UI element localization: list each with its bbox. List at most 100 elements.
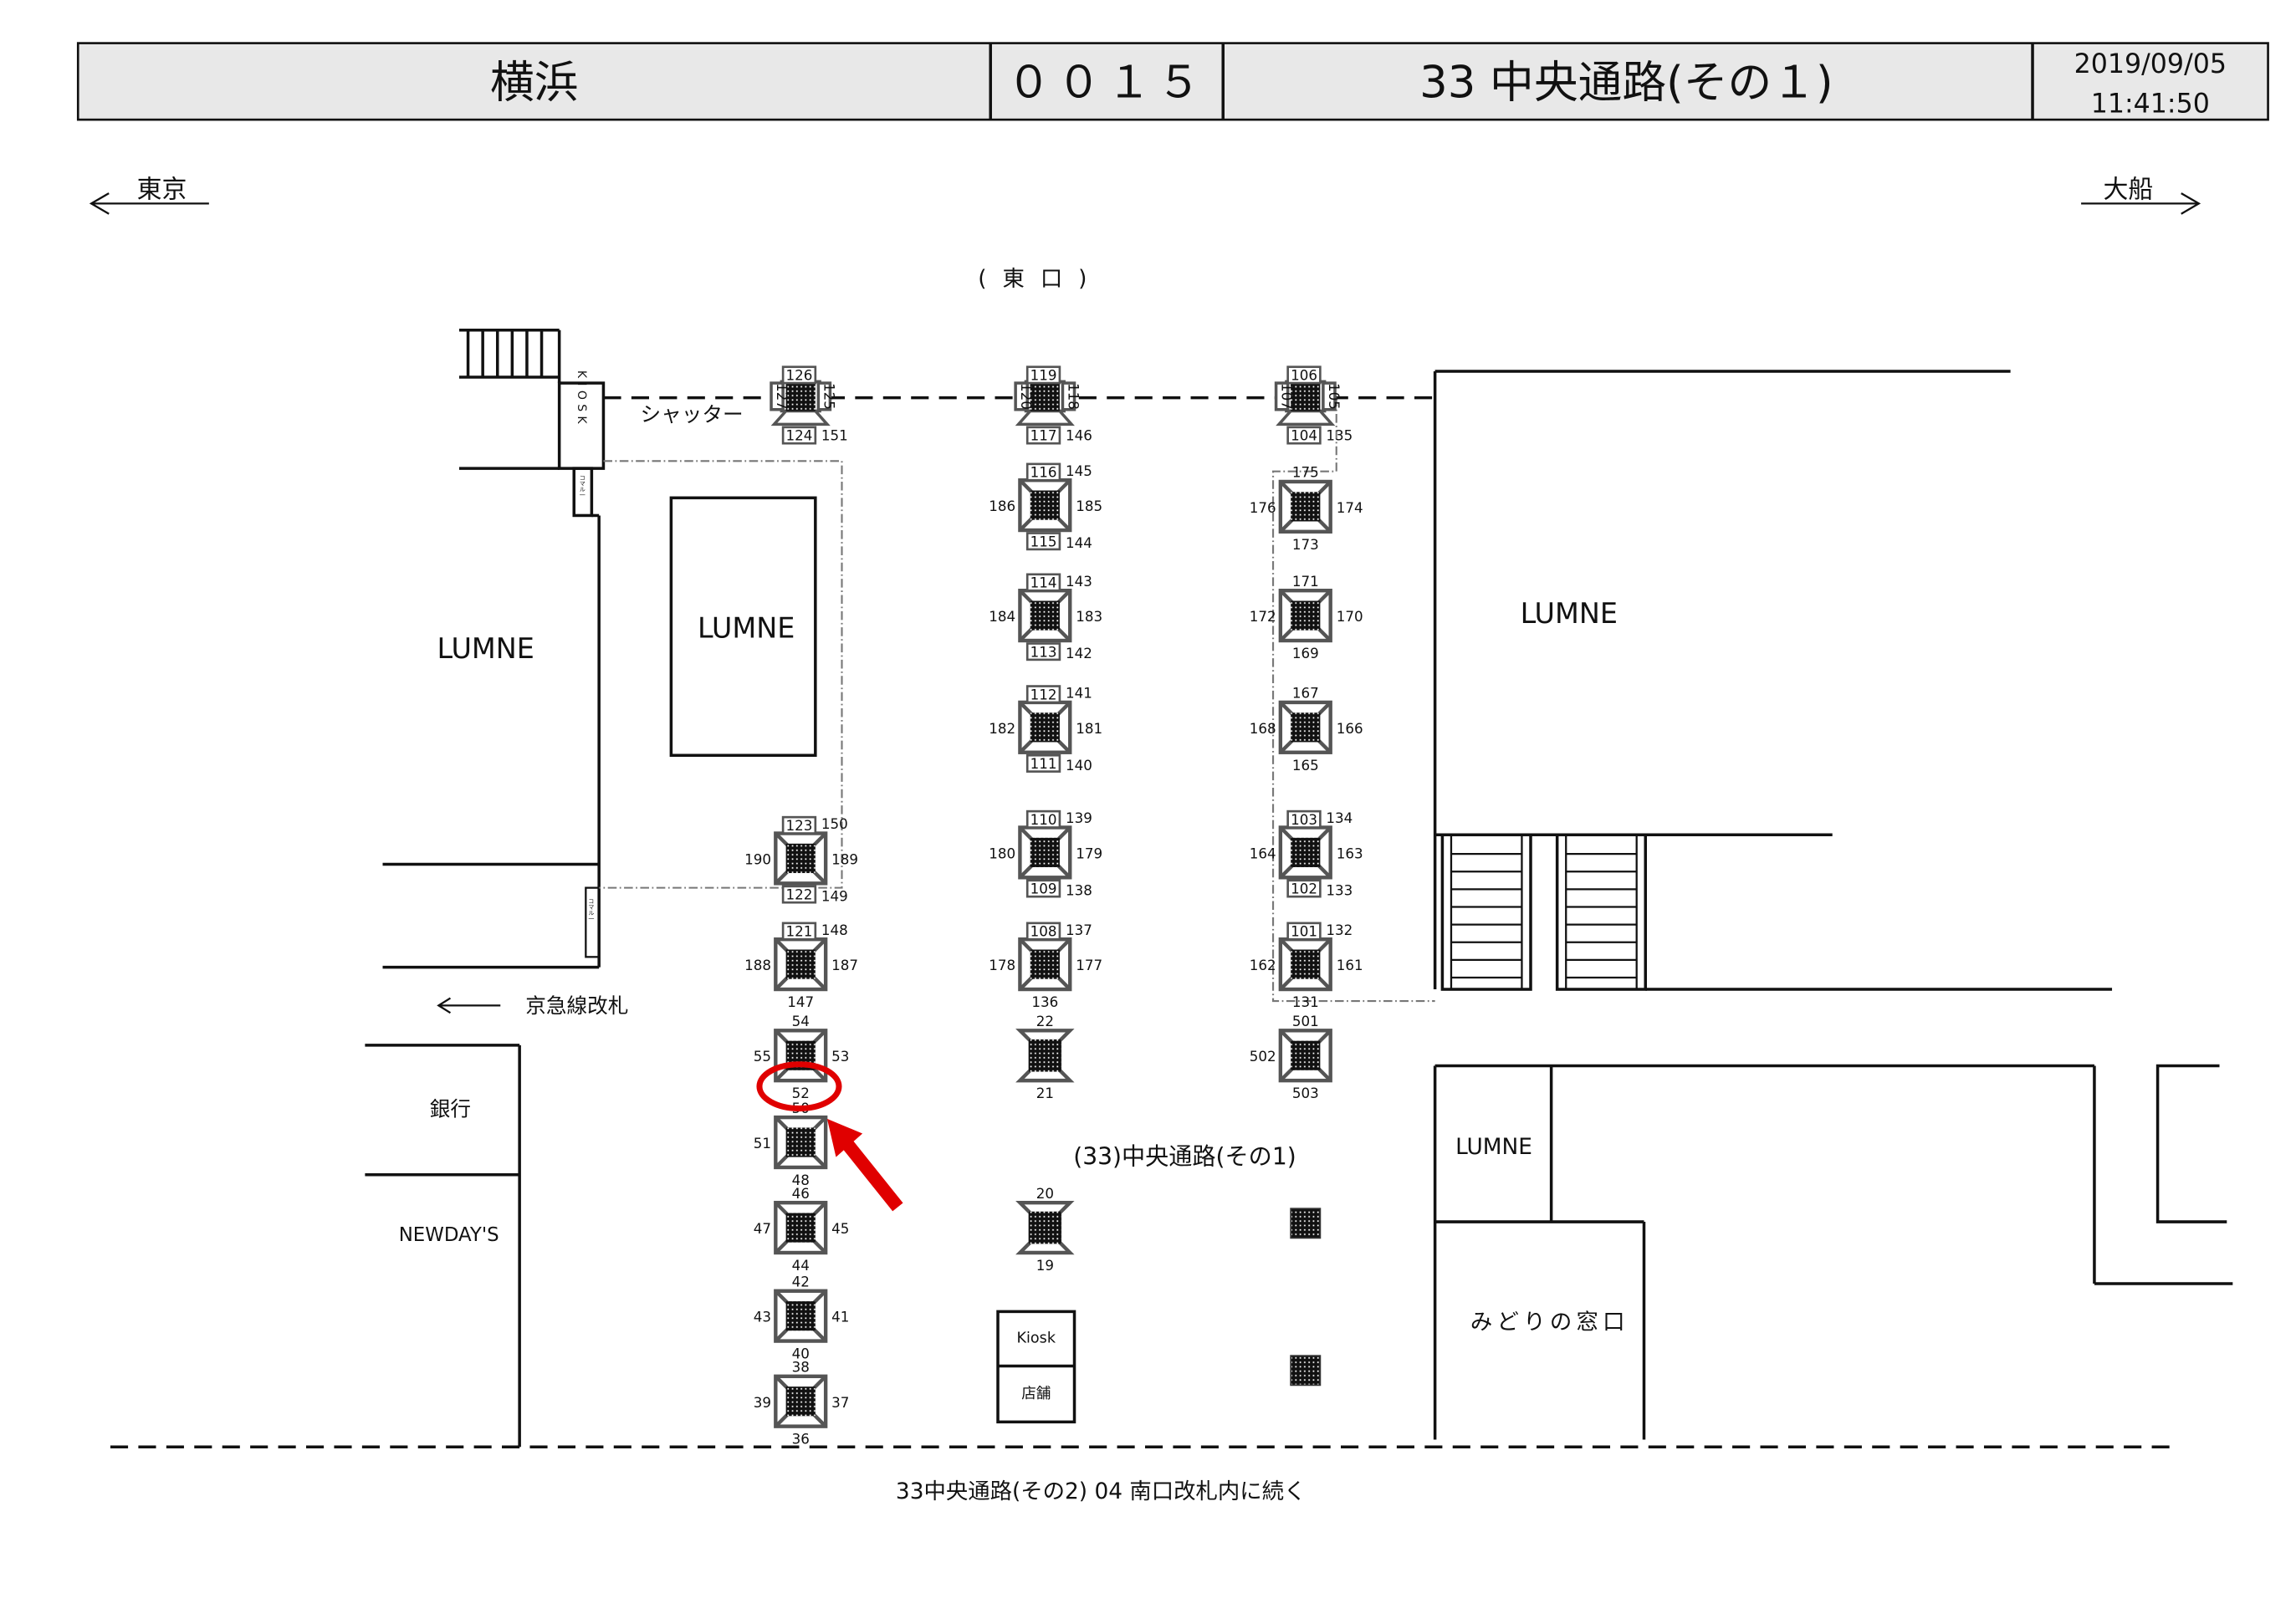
pillar-label: 125 [821, 383, 837, 410]
boundary-right [1272, 397, 1435, 1003]
pillar-label: 107 [1279, 383, 1296, 410]
pillar-label: 147 [787, 993, 814, 1010]
pillar-label: 149 [821, 887, 848, 904]
pillar-label: 51 [754, 1135, 771, 1152]
pillar-label: 40 [792, 1346, 810, 1362]
pillar-label: 133 [1326, 881, 1353, 898]
pillar-label: 19 [1036, 1257, 1054, 1274]
pillar-label: 186 [989, 498, 1015, 514]
lumne-bottom-block: LUMNE [1433, 1064, 2233, 1440]
pillar-label: 115 [1030, 533, 1057, 549]
header-bar: 横浜 ００１５ 33 中央通路(その１) 2019/09/05 11:41:50 [76, 42, 2269, 121]
pillar-label: 174 [1337, 499, 1363, 516]
pillar-core [1291, 383, 1321, 411]
pillar-label: 144 [1066, 534, 1092, 551]
pillar-label: 178 [989, 957, 1015, 973]
pillar-label: 113 [1030, 643, 1057, 660]
pillar-core [1290, 1208, 1322, 1239]
pillar-label: 116 [1030, 464, 1057, 481]
pillar-label: 112 [1030, 686, 1057, 702]
svg-text:京急線改札: 京急線改札 [525, 993, 628, 1018]
bank-block: 銀行 [365, 1044, 521, 1448]
pillar-label: 132 [1326, 922, 1353, 938]
pillar-core [1030, 600, 1060, 631]
area-code: ００１５ [1007, 58, 1207, 109]
pillar-core [1291, 600, 1321, 631]
pillar-label: 502 [1250, 1048, 1276, 1065]
keikyu-gate-direction: 京急線改札 [437, 993, 628, 1018]
pillar-label: 165 [1292, 757, 1319, 774]
pillar-label: 142 [1066, 645, 1092, 661]
pillar-label: 148 [821, 922, 848, 938]
direction-ofuna: 大船 [2081, 175, 2201, 215]
pillar-label: 21 [1036, 1085, 1054, 1101]
pillar-label: 137 [1066, 922, 1092, 938]
pillar-label: 169 [1292, 645, 1319, 661]
pillar-label: 22 [1036, 1013, 1054, 1029]
pillar-label: 108 [1030, 923, 1057, 940]
pillar-label: 185 [1076, 498, 1102, 514]
pillar-label: 181 [1076, 720, 1102, 737]
pillar-label: 106 [1291, 367, 1317, 384]
pillar-label: 171 [1292, 573, 1319, 590]
pillar-label: 44 [792, 1257, 810, 1274]
pillar-label: 55 [754, 1048, 771, 1065]
pillar-core [785, 1127, 816, 1157]
pillar-label: 176 [1250, 499, 1276, 516]
pillar-core [785, 949, 816, 979]
pillar-label: 161 [1337, 957, 1363, 973]
small-booth-lower: コマル一 [585, 886, 601, 958]
escalators [1440, 833, 1648, 991]
pillar-core [1030, 837, 1060, 867]
structure-right-edge [2155, 1064, 2227, 1223]
pillar-label: 180 [989, 845, 1015, 861]
pillar-core [785, 843, 816, 874]
pillar-core [785, 1301, 816, 1331]
pillar-label: 120 [1018, 383, 1035, 410]
pillar-label: 188 [744, 957, 771, 973]
pillar-label: 104 [1291, 427, 1317, 444]
pillar-label: 111 [1030, 755, 1057, 772]
kiosk-shop-block: Kiosk 店舗 [996, 1310, 1076, 1424]
svg-text:LUMNE: LUMNE [1455, 1135, 1532, 1160]
pillar-label: 42 [792, 1273, 810, 1289]
pillar-label: 172 [1250, 608, 1276, 625]
pillar-label: 109 [1030, 881, 1057, 897]
svg-text:東京: 東京 [137, 175, 187, 204]
highlight-circle [756, 1061, 842, 1112]
pillar-label: 123 [786, 817, 813, 834]
svg-text:銀行: 銀行 [430, 1096, 471, 1121]
pillar-label: 54 [792, 1013, 810, 1029]
pillar-label: 150 [821, 815, 848, 832]
svg-text:KIOSK: KIOSK [575, 370, 588, 428]
pillar-label: 126 [786, 367, 813, 384]
pillar-label: 105 [1326, 383, 1342, 410]
pillar-label: 163 [1337, 845, 1363, 861]
pillar-core [1030, 949, 1060, 979]
svg-text:LUMNE: LUMNE [698, 611, 795, 644]
pillar-label: 119 [1030, 367, 1057, 384]
pillar-label: 45 [831, 1220, 849, 1237]
pillar-label: 143 [1066, 573, 1092, 590]
pillar-label: 46 [792, 1185, 810, 1202]
pillar-label: 177 [1076, 957, 1102, 973]
pillar-label: 131 [1292, 993, 1319, 1010]
pillar-label: 53 [831, 1048, 849, 1065]
pillar-label: 140 [1066, 757, 1092, 774]
header-time: 11:41:50 [2091, 89, 2210, 119]
pillar-label: 164 [1250, 845, 1276, 861]
boundary-left [599, 460, 843, 889]
pillar-label: 146 [1066, 427, 1092, 444]
pillar-label: 190 [744, 850, 771, 867]
